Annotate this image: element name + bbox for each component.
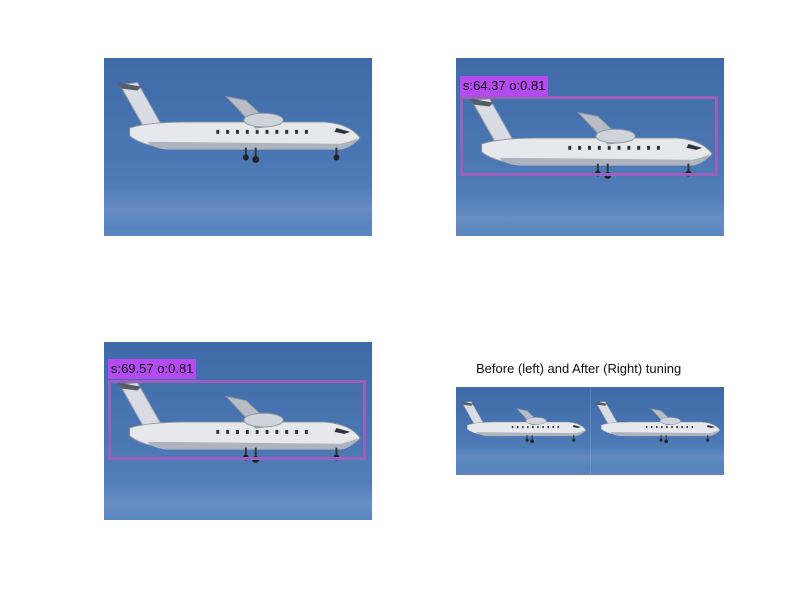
comparison-title: Before (left) and After (Right) tuning bbox=[476, 361, 682, 376]
detection-label: s:69.57 o:0.81 bbox=[108, 359, 197, 379]
detection-box bbox=[460, 96, 718, 176]
haze bbox=[456, 198, 724, 236]
comparison-photo bbox=[456, 387, 724, 475]
haze bbox=[104, 482, 372, 520]
haze bbox=[456, 447, 724, 467]
detection-photo-1: s:64.37 o:0.81 bbox=[456, 58, 724, 236]
haze bbox=[104, 188, 372, 228]
airplane-icon bbox=[116, 81, 362, 164]
detection-photo-2: s:69.57 o:0.81 bbox=[104, 342, 372, 520]
detection-label: s:64.37 o:0.81 bbox=[460, 76, 549, 96]
comparison-divider bbox=[590, 387, 591, 475]
detection-box bbox=[108, 380, 366, 460]
original-photo bbox=[104, 58, 372, 236]
